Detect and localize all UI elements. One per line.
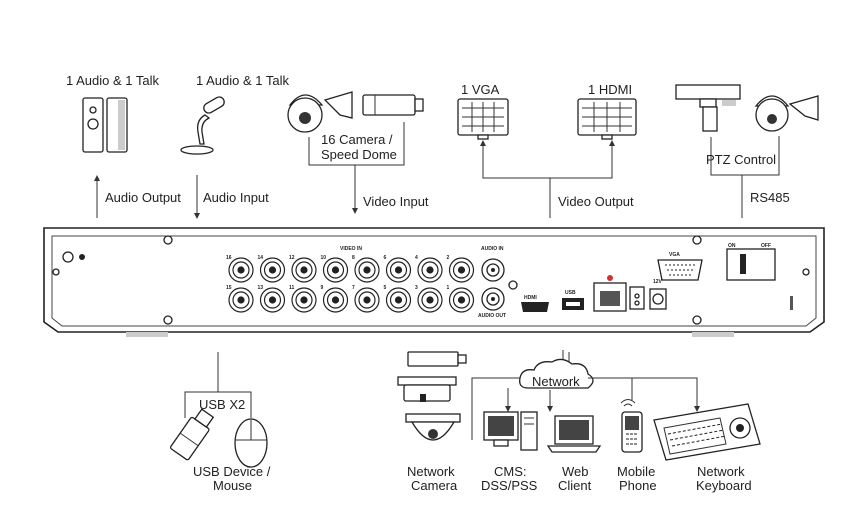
bnc-port	[228, 257, 254, 283]
vga-port	[657, 259, 703, 281]
lan-port	[593, 275, 627, 312]
bnc-port	[322, 287, 349, 313]
bnc-port-number: 7	[352, 285, 355, 291]
usb-port: USB	[562, 290, 584, 310]
rs485-label: RS485	[750, 190, 790, 205]
microphone-icon	[180, 96, 225, 155]
monitor-icon	[457, 98, 509, 140]
audio-in-port	[481, 258, 505, 282]
bnc-port-number: 1	[447, 285, 450, 291]
audio-input-label: Audio Input	[203, 190, 269, 205]
audio-output-label: Audio Output	[105, 190, 181, 205]
speaker-icon	[82, 97, 128, 153]
bnc-port-number: 16	[226, 255, 232, 261]
bnc-port-number: 15	[226, 285, 232, 291]
audio-out-port	[481, 280, 518, 311]
bnc-port-number: 10	[321, 255, 327, 261]
monitor-icon	[577, 98, 637, 140]
power-port	[649, 288, 667, 310]
ptz-label: PTZ Control	[706, 152, 776, 167]
video-output-label: Video Output	[558, 194, 634, 209]
camera-label-line2: Speed Dome	[321, 147, 397, 162]
bnc-port-number: 11	[289, 285, 295, 291]
ptz-camera-icon	[675, 84, 741, 132]
bnc-port	[385, 287, 412, 313]
video-input-label: Video Input	[363, 194, 429, 209]
switch-off-label: OFF	[761, 243, 771, 249]
network-label: Network	[532, 374, 580, 389]
net-camera-label-line2: Camera	[411, 478, 458, 493]
cms-label-line1: CMS:	[494, 464, 527, 479]
bnc-port-number: 4	[415, 255, 418, 261]
bnc-port	[259, 287, 286, 313]
bnc-port	[228, 287, 254, 313]
net-camera-label-line1: Network	[407, 464, 455, 479]
speed-dome-icon	[287, 91, 353, 133]
nvr-rear-panel	[43, 227, 825, 337]
video-in-port-label: VIDEO IN	[340, 246, 362, 252]
usb-device-label-line2: Mouse	[213, 478, 252, 493]
usb-label: USB X2	[199, 397, 245, 412]
power-port-label: 12V	[653, 279, 663, 285]
keyboard-label-line2: Keyboard	[696, 478, 752, 493]
bnc-port	[354, 257, 380, 283]
desktop-pc-icon	[483, 411, 538, 451]
cms-label-line2: DSS/PSS	[481, 478, 538, 493]
laptop-icon	[546, 415, 602, 453]
audio-input-device-label: 1 Audio & 1 Talk	[196, 73, 289, 88]
switch-on-label: ON	[728, 243, 736, 249]
bnc-port	[354, 287, 380, 313]
bnc-port-number: 3	[415, 285, 418, 291]
bnc-port	[417, 257, 443, 283]
bnc-port-group: 16 14 12 10 8 6 4 2 15 13 11 9 7 5 3 1	[226, 255, 475, 313]
audio-output-device-label: 1 Audio & 1 Talk	[66, 73, 159, 88]
audio-in-port-label: AUDIO IN	[481, 246, 504, 252]
keyboard-label-line1: Network	[697, 464, 745, 479]
ptz-camera-icon	[754, 95, 819, 132]
svg-text:USB: USB	[565, 290, 576, 296]
bnc-port-number: 9	[321, 285, 324, 291]
bnc-port	[291, 287, 317, 313]
hdmi-port-label: HDMI	[524, 295, 537, 301]
hdmi-port	[521, 302, 549, 312]
bnc-port-number: 5	[384, 285, 387, 291]
usb-device-label-line1: USB Device /	[193, 464, 271, 479]
bnc-port-number: 6	[384, 255, 387, 261]
phone-label-line1: Mobile	[617, 464, 655, 479]
bnc-port	[448, 287, 475, 313]
bnc-port	[322, 257, 349, 283]
bnc-port	[259, 257, 286, 283]
vga-label: 1 VGA	[461, 82, 500, 97]
bnc-port	[291, 257, 317, 283]
usb-stick-icon	[169, 408, 215, 461]
web-label-line1: Web	[562, 464, 589, 479]
network-camera-icon	[397, 351, 467, 402]
bnc-port-number: 2	[447, 255, 450, 261]
bnc-port	[448, 257, 475, 283]
web-label-line2: Client	[558, 478, 592, 493]
audio-out-port-label: AUDIO OUT	[478, 313, 506, 319]
phone-label-line2: Phone	[619, 478, 657, 493]
mouse-icon	[234, 418, 268, 468]
bnc-port	[417, 287, 443, 313]
box-camera-icon	[362, 94, 424, 116]
hdmi-label: 1 HDMI	[588, 82, 632, 97]
bnc-port	[385, 257, 412, 283]
rs485-port	[629, 286, 645, 310]
keyboard-icon	[653, 403, 761, 461]
dome-camera-icon	[405, 413, 461, 441]
camera-label-line1: 16 Camera /	[321, 132, 393, 147]
mobile-phone-icon	[620, 399, 643, 453]
vga-port-label: VGA	[669, 252, 680, 258]
bnc-port-number: 8	[352, 255, 355, 261]
bnc-port-number: 12	[289, 255, 295, 261]
bnc-port-number: 14	[258, 255, 264, 261]
bnc-port-number: 13	[258, 285, 264, 291]
power-switch	[726, 248, 776, 281]
cloud-icon	[519, 358, 594, 389]
